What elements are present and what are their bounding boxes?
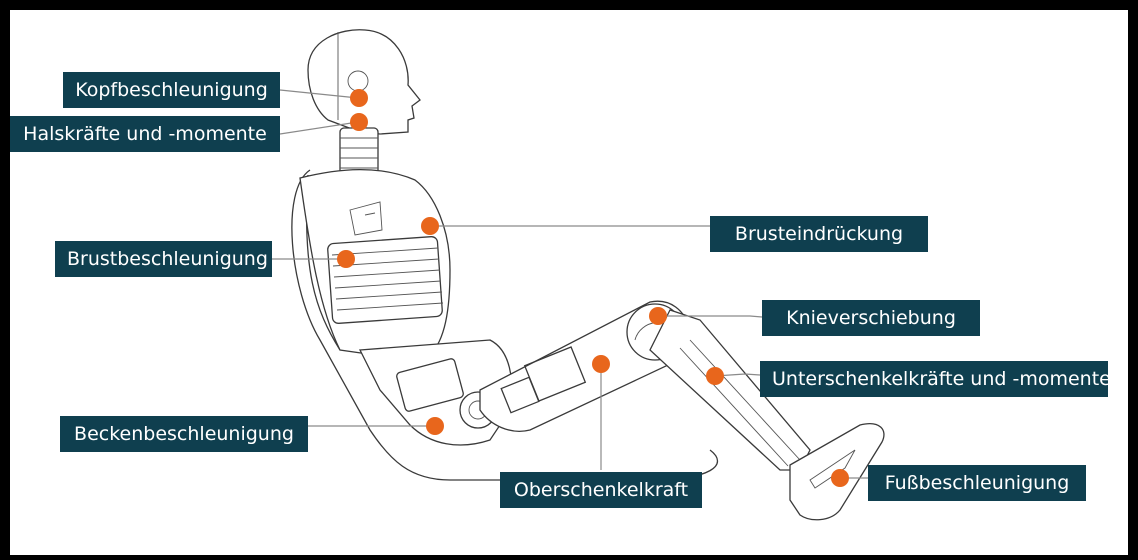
label-beckenbeschleunigung: Beckenbeschleunigung	[60, 416, 308, 452]
label-fussbeschleunigung: Fußbeschleunigung	[868, 465, 1086, 501]
label-unterschenkelkraefte: Unterschenkelkräfte und -momente	[760, 361, 1108, 397]
sensor-dot-chest-deflection	[421, 217, 439, 235]
dummy-torso	[300, 170, 450, 360]
sensor-dot-knee	[649, 307, 667, 325]
diagram-canvas: Kopfbeschleunigung Halskräfte und -momen…	[10, 10, 1128, 555]
sensor-dot-head	[350, 89, 368, 107]
sensor-dot-foot	[831, 469, 849, 487]
label-brusteindrueckung: Brusteindrückung	[710, 216, 928, 252]
label-oberschenkelkraft: Oberschenkelkraft	[500, 472, 702, 508]
label-brustbeschleunigung: Brustbeschleunigung	[55, 241, 272, 277]
label-kopfbeschleunigung: Kopfbeschleunigung	[63, 72, 280, 108]
sensor-dot-lower-leg	[706, 367, 724, 385]
label-knieverschiebung: Knieverschiebung	[762, 300, 980, 336]
sensor-dot-femur	[592, 355, 610, 373]
sensor-dot-neck	[350, 113, 368, 131]
sensor-dot-chest-acceleration	[337, 250, 355, 268]
label-halskraefte: Halskräfte und -momente	[10, 116, 280, 152]
sensor-dot-pelvis	[426, 417, 444, 435]
